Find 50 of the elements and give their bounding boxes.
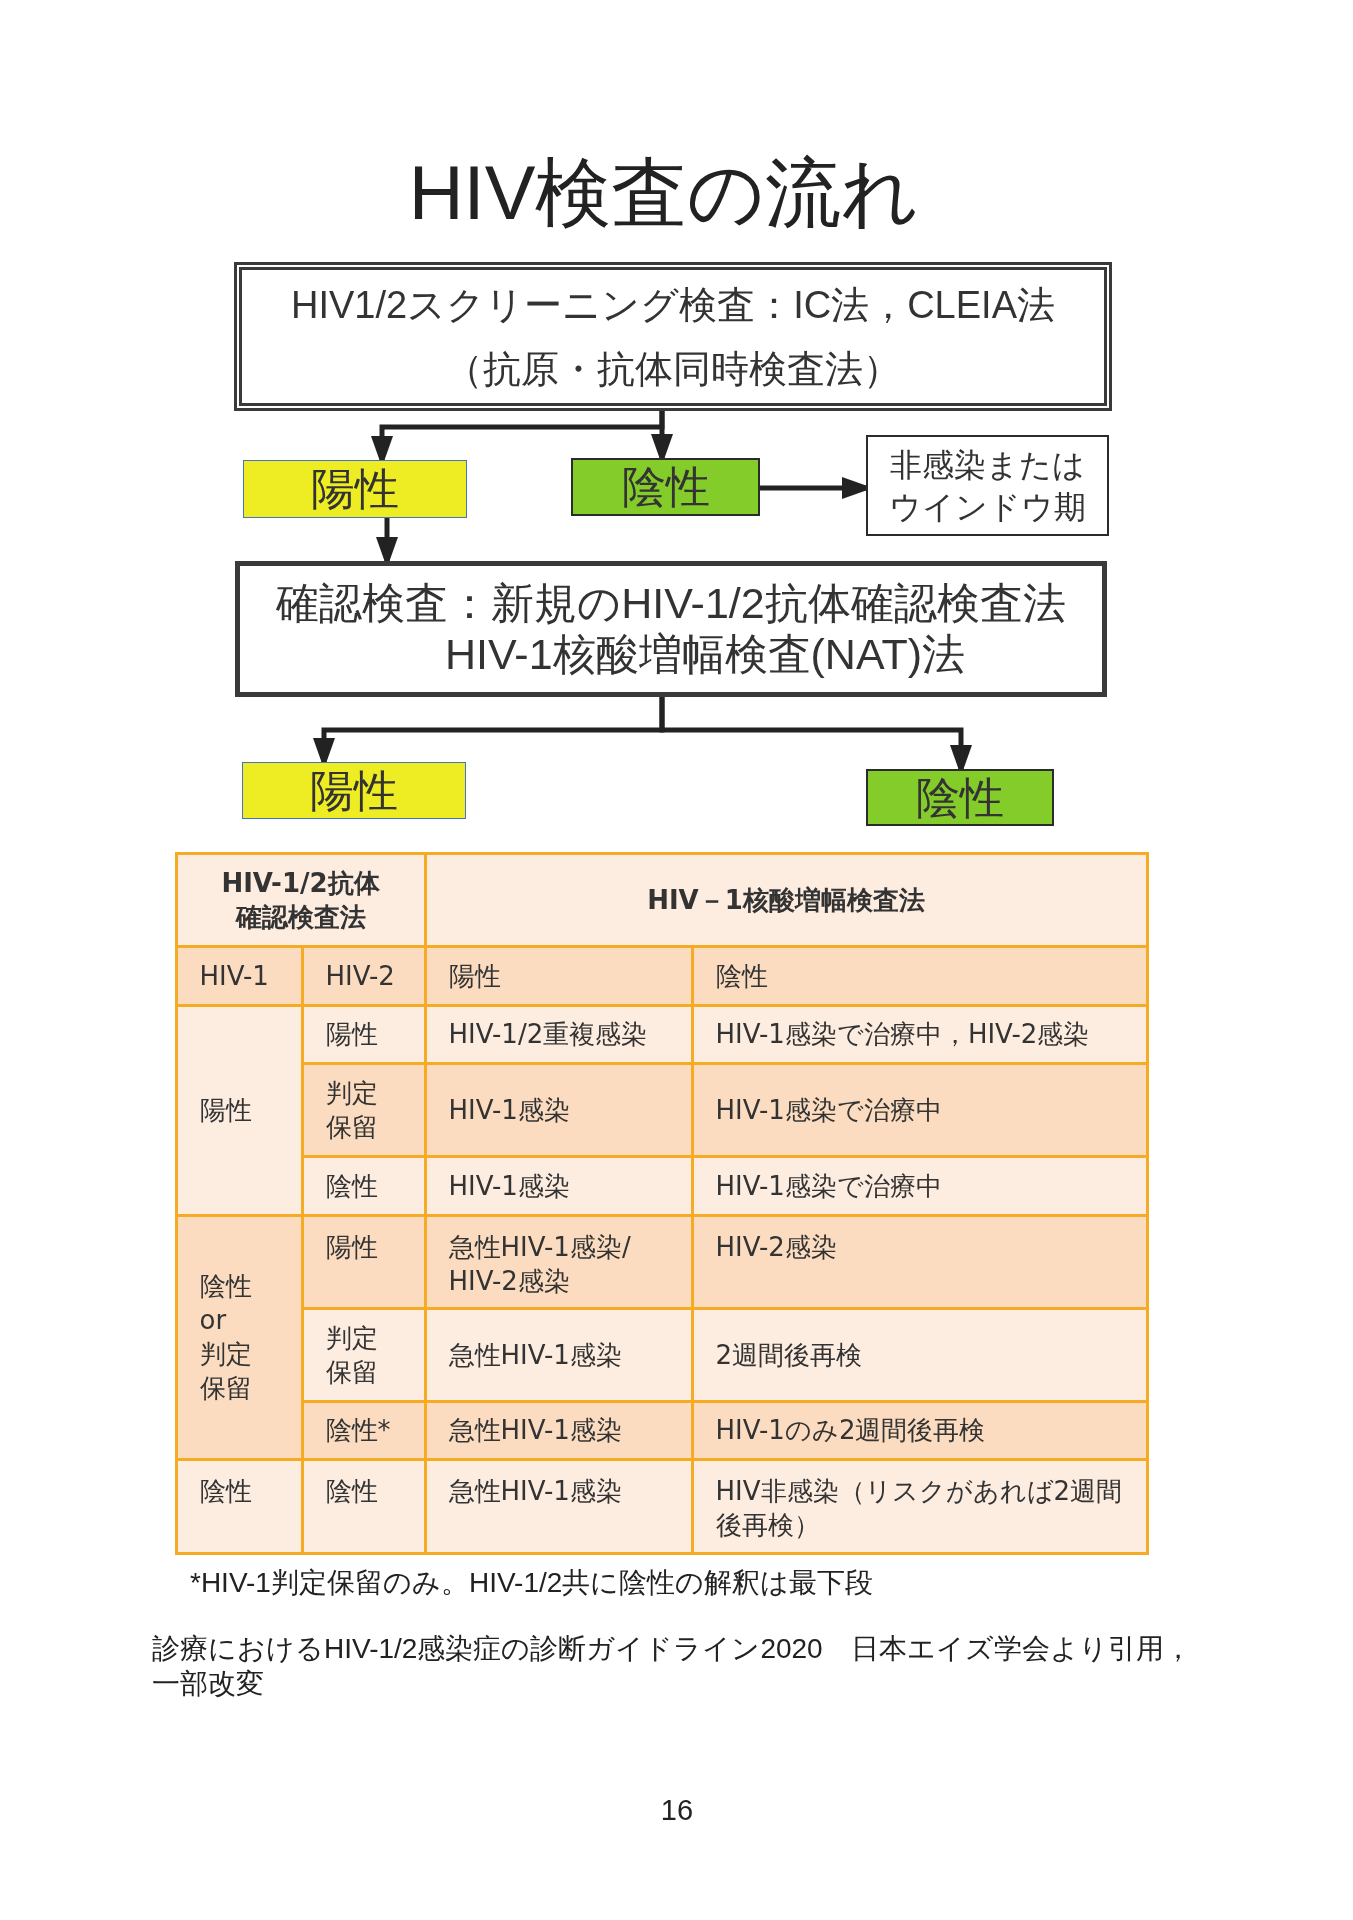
table-cell: HIV-1のみ2週間後再検: [693, 1402, 1146, 1458]
title: HIV検査の流れ: [408, 150, 920, 236]
table-cell: HIV-2感染: [693, 1216, 1146, 1307]
outcome-box: [866, 435, 1109, 536]
header-cell: HIV－1核酸増幅検査法: [426, 854, 1146, 945]
table-cell: 陰性: [303, 1460, 424, 1552]
table-cell: 陽性: [177, 1006, 301, 1214]
table-cell: 陰性*: [303, 1402, 424, 1458]
table-cell: 判定保留: [303, 1309, 424, 1400]
page-number: 16: [660, 1793, 694, 1828]
table-cell: HIV-1感染: [426, 1157, 691, 1214]
table-cell: 陽性: [303, 1006, 424, 1062]
result-text: 陽性: [310, 765, 398, 816]
source-note: 診療におけるHIV-1/2感染症の診断ガイドライン2020 日本エイズ学会より引用，一部改変: [152, 1632, 1193, 1701]
outcome-text: 非感染またはウインドウ期: [888, 445, 1087, 527]
table-cell: HIV-1感染で治療中: [693, 1064, 1146, 1155]
table-cell: 陰性: [303, 1157, 424, 1214]
table-cell: 急性HIV-1感染/HIV-2感染: [426, 1216, 691, 1307]
table-cell: HIV非感染（リスクがあれば2週間後再検）: [693, 1460, 1146, 1552]
result-text: 陽性: [311, 464, 399, 514]
result-box: [571, 458, 760, 516]
table-cell: 2週間後再検: [693, 1309, 1146, 1400]
table-cell: 陰性: [177, 1460, 301, 1552]
table-cell: 陽性: [303, 1216, 424, 1307]
result-text: 陰性: [916, 772, 1004, 823]
table-cell: HIV-2: [303, 947, 424, 1004]
table-cell: 急性HIV-1感染: [426, 1402, 691, 1458]
table-cell: HIV-1感染で治療中，HIV-2感染: [693, 1006, 1146, 1062]
table-cell: 陰性 or 判定保留: [177, 1216, 301, 1458]
footnote: *HIV-1判定保留のみ。HIV-1/2共に陰性の解釈は最下段: [190, 1566, 874, 1600]
process-box: [234, 262, 1112, 411]
step-text: HIV1/2スクリーニング検査：IC法，CLEIA法: [291, 282, 1055, 328]
table-cell: HIV-1感染で治療中: [693, 1157, 1146, 1214]
table-cell: HIV-1/2重複感染: [426, 1006, 691, 1062]
header-cell: HIV-1/2抗体確認検査法: [177, 854, 424, 945]
table-cell: 判定保留: [303, 1064, 424, 1155]
table-cell: HIV-1感染: [426, 1064, 691, 1155]
step-text: （抗原・抗体同時検査法）: [445, 346, 901, 392]
result-box: [242, 762, 466, 819]
table-cell: 陽性: [426, 947, 691, 1004]
table-cell: 急性HIV-1感染: [426, 1460, 691, 1552]
result-box: [866, 769, 1054, 826]
table-cell: 陰性: [693, 947, 1146, 1004]
result-box: [243, 460, 467, 518]
result-text: 陰性: [621, 462, 710, 512]
step-text: 確認検査：新規のHIV-1/2抗体確認検査法: [276, 578, 1066, 629]
process-box: [235, 561, 1107, 697]
step-text: HIV-1核酸増幅検査(NAT)法: [445, 629, 965, 680]
table-cell: HIV-1: [177, 947, 301, 1004]
table-cell: 急性HIV-1感染: [426, 1309, 691, 1400]
